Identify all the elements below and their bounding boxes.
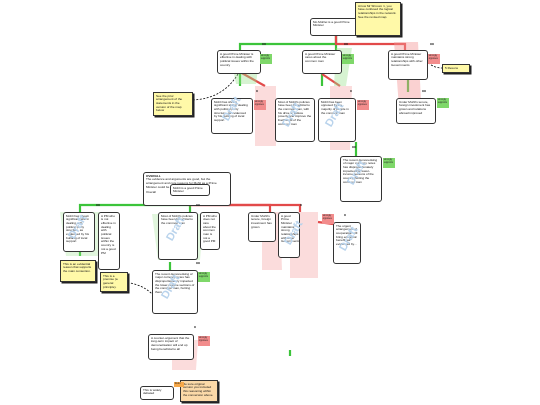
- evidence-g[interactable]: Under Mohli's tenure, foreign investment…: [396, 98, 436, 124]
- note-bottom[interactable]: Be sure original version you included th…: [180, 380, 218, 402]
- mark-r1: **: [96, 204, 100, 210]
- note-evidential[interactable]: This is an evidential reason that suppor…: [60, 260, 96, 282]
- overall-title: OVERALL: [146, 173, 161, 178]
- revised-reason-6[interactable]: A good Prime Minister maintains strong r…: [278, 212, 300, 258]
- note-refs[interactable]: 5 Resons: [442, 64, 470, 73]
- mark-r3: **: [196, 204, 200, 210]
- mark-r9: *: [194, 326, 196, 332]
- evidence-e[interactable]: Most of Mohli's policies have been benef…: [275, 98, 315, 142]
- tag-supports-a: strongly supports: [260, 54, 272, 64]
- revised-reason-1[interactable]: Mohli has shown significant skill in dea…: [63, 212, 95, 252]
- revised-reason-3[interactable]: Most of Mohli's policies have been benef…: [158, 212, 198, 260]
- note-left[interactable]: See the prior arrangement of the stateme…: [153, 92, 193, 116]
- tag-opposes-c: strongly opposes: [428, 54, 440, 64]
- tag-refer: Refer: [174, 382, 184, 387]
- mark-f: *: [350, 90, 352, 96]
- mark-r7: *: [344, 214, 346, 220]
- note-top[interactable]: Arrow Mr Shroom 1, you have confused the…: [355, 2, 401, 36]
- revised-reason-5[interactable]: Under Mohli's tenure, foreign investment…: [248, 212, 276, 242]
- tag-opposes-f: strongly opposes: [357, 100, 369, 110]
- tag-supports-r8: strongly supports: [198, 272, 210, 282]
- mark-r8: **: [196, 262, 200, 268]
- mark-r6: *: [300, 204, 302, 210]
- mark-c: **: [430, 43, 434, 49]
- revised-reason-8[interactable]: The recent demonetising of major currenc…: [152, 270, 198, 314]
- tag-opposes-d: strongly opposes: [254, 100, 266, 110]
- note-premise[interactable]: This is a premise (a general principle).: [100, 272, 128, 292]
- reason-c[interactable]: A good Prime Minister maintains strong r…: [388, 50, 428, 80]
- tag-supports-g: strongly supports: [437, 98, 449, 108]
- evidence-h[interactable]: The recent demonetising of major currenc…: [340, 156, 382, 202]
- mark-b: **: [344, 43, 348, 49]
- reason-a[interactable]: A good Prime Minister is effective in de…: [217, 50, 261, 74]
- revised-reason-9[interactable]: A counter-argument that the long-term im…: [148, 334, 194, 360]
- evidence-d[interactable]: Mohli has shown significant skill in dea…: [211, 98, 253, 134]
- tag-opposes-r9: strongly opposes: [198, 336, 210, 346]
- revised-reason-2[interactable]: A PM who is not effective in dealing wit…: [98, 212, 120, 270]
- mark-d: *: [256, 90, 258, 96]
- evidence-f[interactable]: Mohli has been opposed by the majority o…: [318, 98, 356, 142]
- revised-reason-7[interactable]: The urgent arrangement of cooperation wi…: [333, 222, 361, 264]
- mark-h: **: [352, 146, 356, 152]
- tag-supports-h: strongly supports: [383, 158, 395, 168]
- revised-reason-4[interactable]: A PM who does not care about the common …: [200, 212, 220, 250]
- claim-root-revised[interactable]: Mohli is a good Prime Minister: [170, 184, 210, 196]
- tag-supports-b: strongly supports: [342, 54, 354, 64]
- mark-g: **: [422, 90, 426, 96]
- tag-opposes-r6: strongly opposes: [322, 214, 334, 224]
- overall-tail: Overall: [146, 190, 156, 195]
- reason-b[interactable]: A good Prime Minister cares about the co…: [302, 50, 342, 74]
- revised-reason-10[interactable]: This is widely debated: [140, 386, 174, 400]
- mark-a: **: [262, 43, 266, 49]
- overall-body: The evidence and arguments are good, but…: [146, 177, 217, 189]
